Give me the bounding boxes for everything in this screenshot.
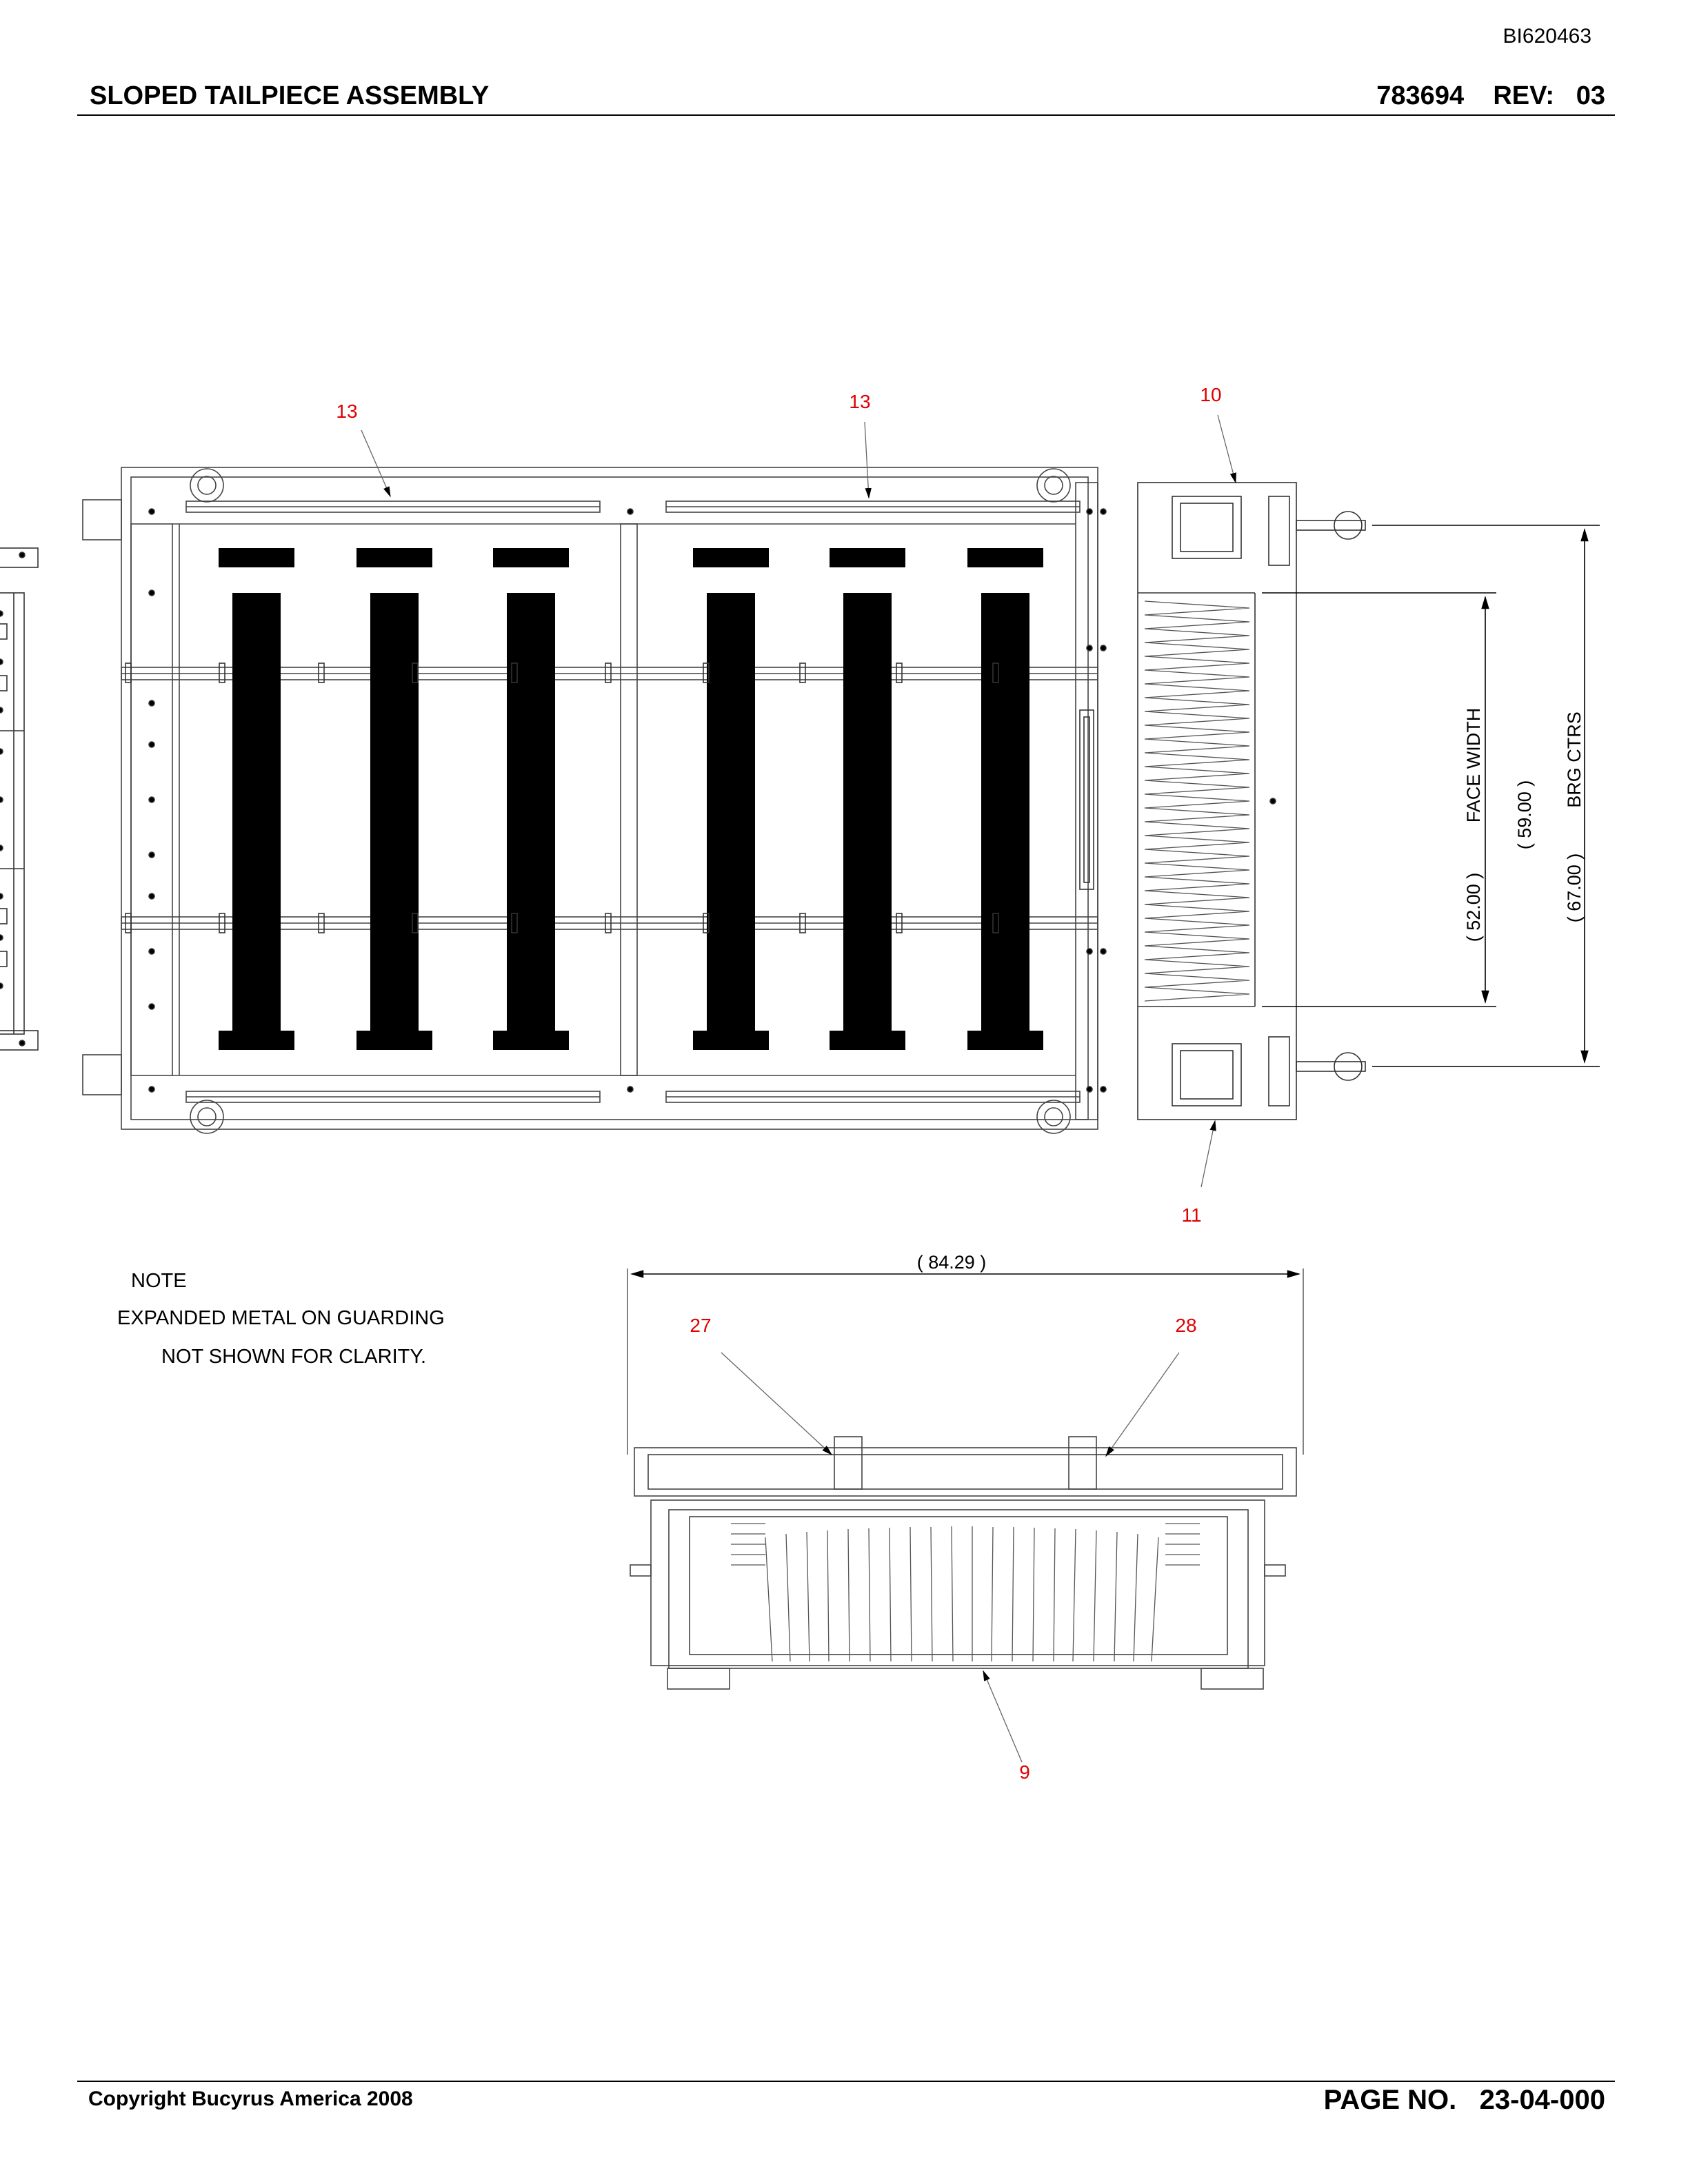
document-id: BI620463 xyxy=(1503,25,1591,48)
callout-leaders-end xyxy=(721,1352,1180,1763)
page-title: SLOPED TAILPIECE ASSEMBLY xyxy=(90,81,490,110)
callout-13-left: 13 xyxy=(336,401,357,422)
end-view xyxy=(627,1268,1304,1690)
callout-10: 10 xyxy=(1200,384,1221,405)
note-heading: NOTE xyxy=(131,1270,187,1292)
face-width-value: ( 52.00 ) xyxy=(1463,873,1484,942)
brg-ctrs-value: ( 67.00 ) xyxy=(1564,853,1585,923)
width-dimension: ( 84.29 ) xyxy=(917,1252,987,1273)
footer-rule xyxy=(77,2081,1615,2082)
wing-pulley-fins xyxy=(1144,600,1250,1002)
assembly-drawing: 13 13 10 11 27 28 9 ( 84.29 ) FACE WIDTH… xyxy=(0,384,1600,1783)
rev-value: 03 xyxy=(1576,81,1605,110)
header-rule xyxy=(77,114,1615,116)
callout-13-right: 13 xyxy=(849,391,870,412)
page-number: PAGE NO. 23-04-000 xyxy=(1324,2085,1605,2116)
note-line-1: EXPANDED METAL ON GUARDING xyxy=(117,1307,445,1329)
mid-dimension-value: ( 59.00 ) xyxy=(1514,780,1535,850)
scraper-bracket xyxy=(1079,709,1094,890)
copyright: Copyright Bucyrus America 2008 xyxy=(88,2087,413,2110)
callout-leaders-plan xyxy=(361,414,1236,1188)
callout-9: 9 xyxy=(1019,1761,1030,1783)
idler-stands xyxy=(0,547,39,1051)
brg-ctrs-label: BRG CTRS xyxy=(1564,711,1585,808)
page-label: PAGE NO. xyxy=(1323,2085,1457,2115)
callout-11: 11 xyxy=(1181,1204,1201,1226)
face-width-label: FACE WIDTH xyxy=(1463,708,1484,823)
callout-labels: 13 13 10 11 27 28 9 xyxy=(336,384,1221,1783)
dimension-labels: ( 84.29 ) FACE WIDTH ( 52.00 ) ( 59.00 )… xyxy=(917,708,1585,1273)
part-number: 783694 xyxy=(1376,81,1465,110)
plan-view xyxy=(82,467,1098,1134)
rev-label: REV: xyxy=(1493,81,1555,110)
callout-28: 28 xyxy=(1175,1315,1196,1336)
end-view-pulley-fins xyxy=(731,1523,1200,1662)
tail-pulley xyxy=(1137,482,1366,1120)
note-line-2: NOT SHOWN FOR CLARITY. xyxy=(161,1346,427,1368)
callout-27: 27 xyxy=(690,1315,711,1336)
part-revision: 783694 REV: 03 xyxy=(1376,81,1605,111)
dimension-lines-plan xyxy=(1262,525,1600,1067)
cross-member-clips xyxy=(125,508,1107,1093)
page-value: 23-04-000 xyxy=(1479,2085,1605,2115)
